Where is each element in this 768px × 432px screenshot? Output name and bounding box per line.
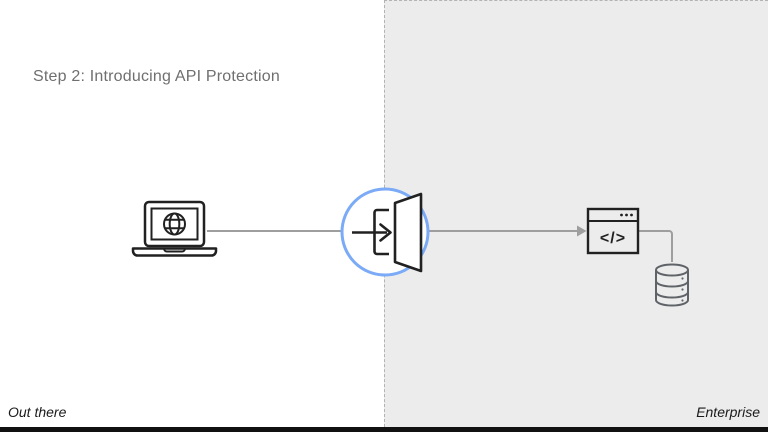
laptop-globe-icon: [131, 200, 218, 257]
zone-label-out-there: Out there: [8, 404, 67, 420]
bottom-bar: [0, 427, 768, 432]
zone-label-enterprise: Enterprise: [696, 404, 760, 420]
door-enter-icon: [352, 192, 423, 273]
database-icon: [655, 263, 689, 307]
code-glyph: </>: [600, 230, 626, 247]
slide-title: Step 2: Introducing API Protection: [33, 68, 280, 85]
enterprise-zone: [384, 0, 768, 432]
api-gateway-node: [340, 187, 430, 277]
edge-gateway-to-api: [429, 225, 587, 237]
window-dots-icon: [620, 213, 633, 217]
arrow-right-icon: [379, 223, 392, 242]
arrowhead-icon: [577, 225, 587, 237]
edge-api-to-database: [638, 230, 673, 262]
code-window-icon: </>: [586, 207, 640, 255]
